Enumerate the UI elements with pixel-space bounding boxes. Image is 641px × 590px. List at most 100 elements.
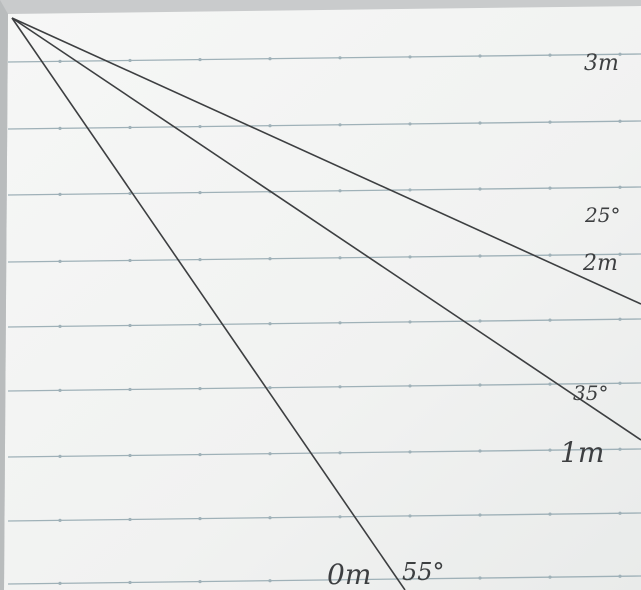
rule-dot: [268, 322, 272, 326]
rule-dot: [408, 514, 412, 518]
rule-dot: [478, 513, 482, 517]
rule-dot: [268, 57, 272, 61]
rule-dot: [58, 192, 62, 196]
rule-dot: [618, 52, 622, 56]
rule-dot: [338, 123, 342, 127]
rule-line: [7, 382, 641, 392]
rule-dot: [548, 120, 552, 124]
label-2m: 2m: [582, 251, 618, 276]
rule-dot: [198, 190, 202, 195]
rule-dot: [198, 516, 202, 521]
rule-dot: [408, 55, 412, 59]
rule-dot: [478, 254, 482, 258]
rule-line: [7, 120, 641, 130]
rule-dot: [128, 323, 132, 328]
rule-dot: [198, 386, 202, 391]
label-0m: 0m: [327, 558, 371, 590]
rule-dot: [408, 255, 412, 259]
rule-dot: [198, 124, 202, 129]
rule-dot: [478, 187, 482, 191]
rule-dot: [408, 384, 412, 388]
rule-dot: [338, 56, 342, 60]
label-35-degrees: 35°: [573, 381, 608, 405]
rule-dot: [548, 575, 552, 579]
rule-dot: [338, 189, 342, 193]
rule-dot: [58, 59, 62, 63]
rule-dot: [268, 124, 272, 128]
rule-dot: [618, 119, 622, 123]
rule-dot: [198, 579, 202, 584]
rule-dot: [408, 188, 412, 192]
rule-dot: [478, 449, 482, 453]
rule-dot: [618, 185, 622, 189]
rule-dot: [128, 453, 132, 458]
rule-line: [7, 318, 641, 328]
rule-dot: [548, 318, 552, 322]
rule-dot: [128, 58, 132, 63]
rule-dot: [408, 577, 412, 581]
rule-dot: [408, 450, 412, 454]
rule-line: [7, 575, 641, 585]
rule-dot: [338, 451, 342, 455]
rule-dot: [128, 580, 132, 585]
rule-dot: [268, 516, 272, 520]
rule-dot: [198, 57, 202, 62]
rule-dot: [268, 579, 272, 583]
rule-dot: [338, 515, 342, 519]
pencil-rays: [11, 17, 641, 590]
rule-dot: [618, 447, 622, 451]
rule-dot: [618, 574, 622, 578]
rule-dot: [618, 511, 622, 515]
rule-dot: [548, 448, 552, 452]
rule-dot: [128, 191, 132, 196]
ray-35-degrees: [11, 17, 641, 441]
rule-dot: [58, 259, 62, 263]
rule-line: [7, 186, 641, 196]
rule-dot: [128, 125, 132, 130]
rule-dot: [58, 581, 62, 585]
rule-line: [7, 512, 641, 522]
label-25-degrees: 25°: [584, 203, 620, 227]
rule-dot: [198, 322, 202, 327]
rule-dot: [618, 252, 622, 256]
ruled-lines: [7, 52, 641, 585]
rule-line: [7, 448, 641, 458]
rule-dot: [548, 382, 552, 386]
rule-dot: [478, 121, 482, 125]
rule-dot: [268, 452, 272, 456]
rule-dot: [198, 257, 202, 262]
rule-dot: [58, 388, 62, 392]
ray-55-degrees: [11, 17, 406, 590]
rule-dot: [338, 578, 342, 582]
ray-25-degrees: [11, 17, 641, 305]
rule-dot: [128, 258, 132, 263]
rule-dot: [618, 317, 622, 321]
rule-dot: [618, 381, 622, 385]
rule-dot: [338, 385, 342, 389]
label-3m: 3m: [584, 51, 619, 76]
label-55-degrees: 55°: [402, 558, 445, 586]
rule-dot: [58, 518, 62, 522]
rule-dot: [128, 517, 132, 522]
rule-dot: [58, 324, 62, 328]
rule-dot: [548, 186, 552, 190]
rule-line: [7, 53, 641, 63]
rule-dot: [338, 256, 342, 260]
rule-dot: [478, 576, 482, 580]
rule-dot: [58, 454, 62, 458]
rule-dot: [268, 257, 272, 261]
rule-dot: [478, 319, 482, 323]
rule-dot: [408, 320, 412, 324]
rule-dot: [198, 452, 202, 457]
paper-left-shadow: [0, 0, 8, 590]
paper-sheet: [4, 6, 641, 590]
rule-dot: [268, 386, 272, 390]
rule-dot: [548, 53, 552, 57]
rule-dot: [548, 512, 552, 516]
label-1m: 1m: [560, 436, 604, 469]
rule-dot: [548, 253, 552, 257]
rule-dot: [338, 321, 342, 325]
rule-dot: [408, 122, 412, 126]
